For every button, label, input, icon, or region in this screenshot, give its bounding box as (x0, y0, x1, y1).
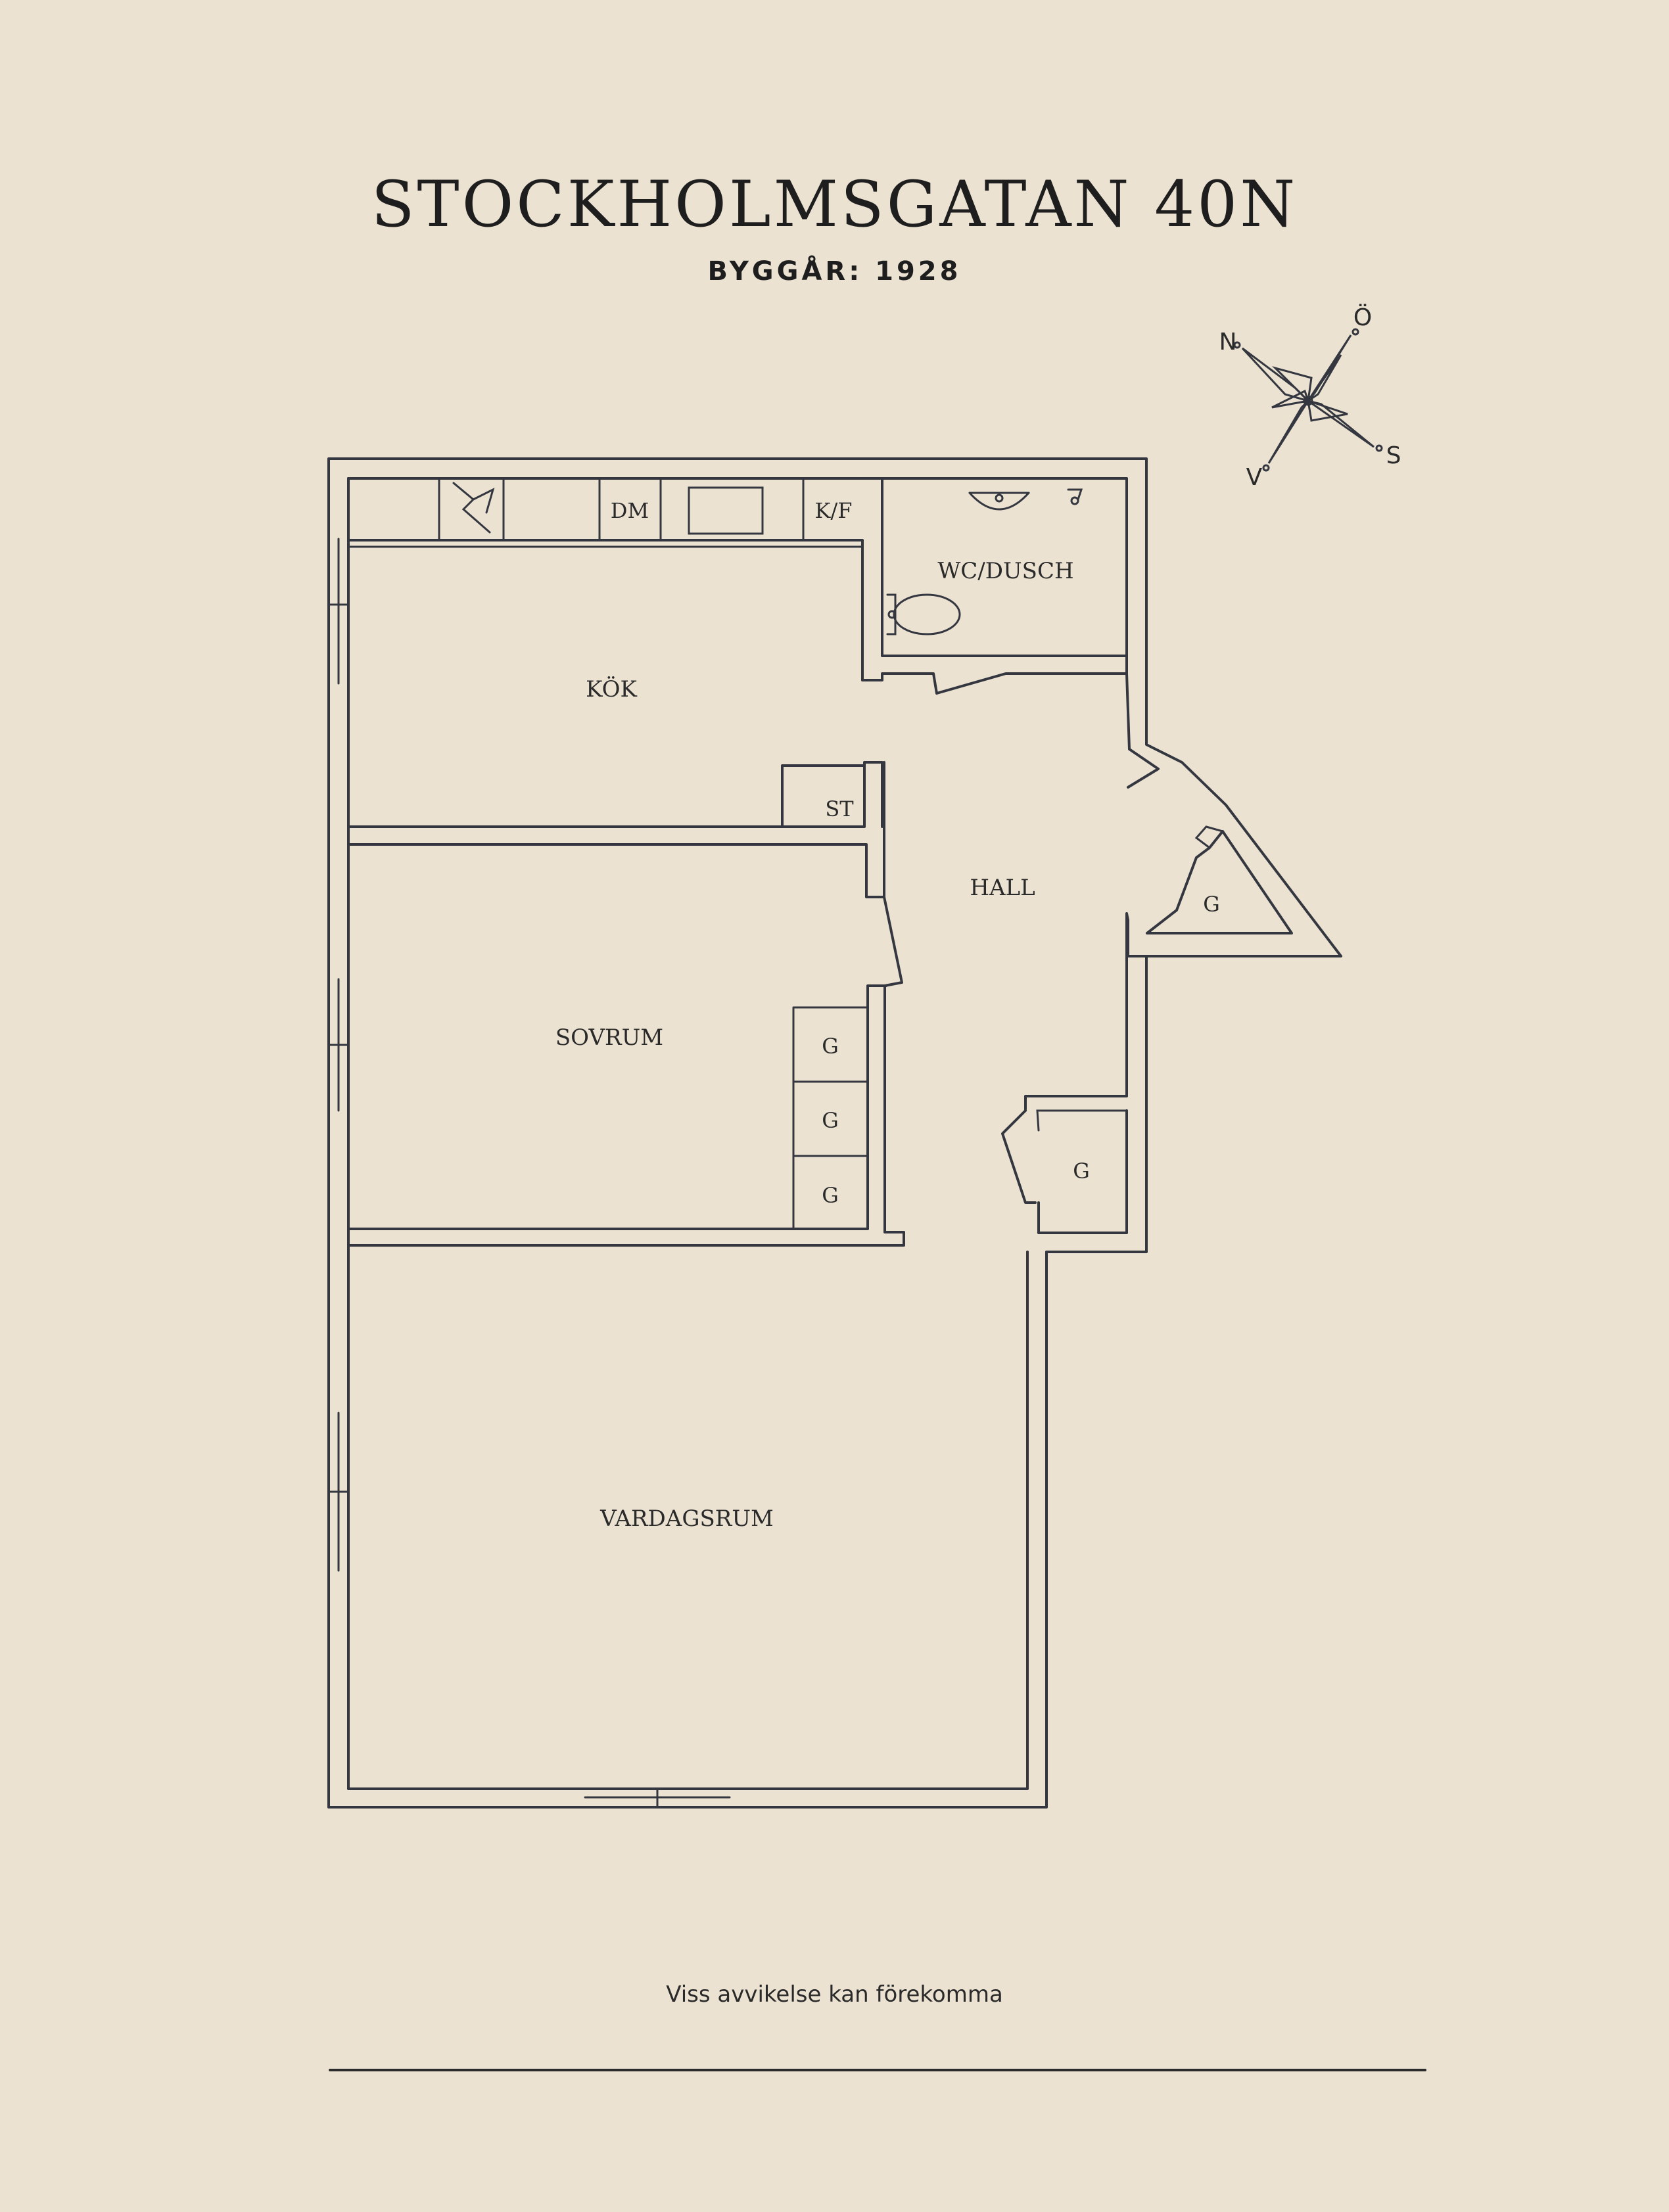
kitchen-counter (347, 477, 864, 681)
compass-rose-icon (1233, 328, 1383, 472)
room-label-living: VARDAGSRUM (599, 1506, 774, 1532)
fixture-label-wardrobe: G (1203, 892, 1220, 917)
build-year: BYGGÅR: 1928 (707, 256, 962, 287)
outer-walls (327, 457, 1342, 1809)
fixture-label-dishwasher: DM (611, 498, 649, 523)
fixture-label-storage: ST (825, 796, 854, 821)
bathroom-walls (861, 477, 1128, 695)
room-label-bedroom: SOVRUM (555, 1025, 663, 1051)
footer-divider (329, 2069, 1426, 2071)
fixture-label-wardrobe: G (1073, 1159, 1090, 1184)
fixture-label-wardrobe: G (822, 1034, 839, 1059)
room-label-bathroom: WC/DUSCH (937, 558, 1073, 584)
interior-walls (347, 761, 1293, 1247)
compass-letter-n: N (1219, 329, 1237, 356)
fixture-label-wardrobe: G (822, 1183, 839, 1208)
compass-letter-s: S (1386, 442, 1401, 469)
fixture-label-wardrobe: G (822, 1108, 839, 1133)
page-title: STOCKHOLMSGATAN 40N (371, 168, 1298, 241)
disclaimer-note: Viss avvikelse kan förekomma (666, 1981, 1003, 2008)
windows-left (327, 538, 350, 1572)
room-label-kitchen: KÖK (586, 676, 637, 703)
room-label-hall: HALL (970, 875, 1035, 901)
compass-letter-e: Ö (1353, 304, 1372, 331)
compass-letter-w: V (1246, 464, 1263, 491)
fixture-label-fridge-freezer: K/F (815, 498, 853, 523)
window-bottom (584, 1787, 731, 1809)
